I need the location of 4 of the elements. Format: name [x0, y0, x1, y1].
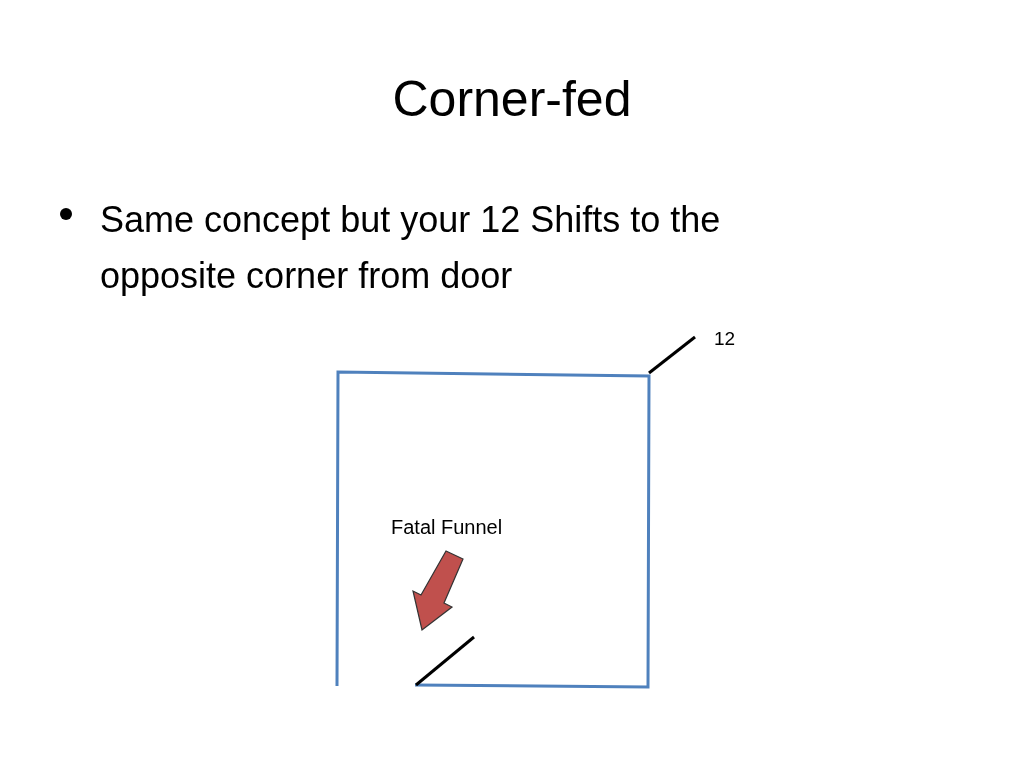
- bullet-text: Same concept but your 12 Shifts to the opposite corner from door: [100, 198, 722, 298]
- slide-title: Corner-fed: [391, 70, 633, 128]
- area-label: Fatal Funnel: [391, 516, 503, 539]
- corner-label: 12: [714, 328, 736, 350]
